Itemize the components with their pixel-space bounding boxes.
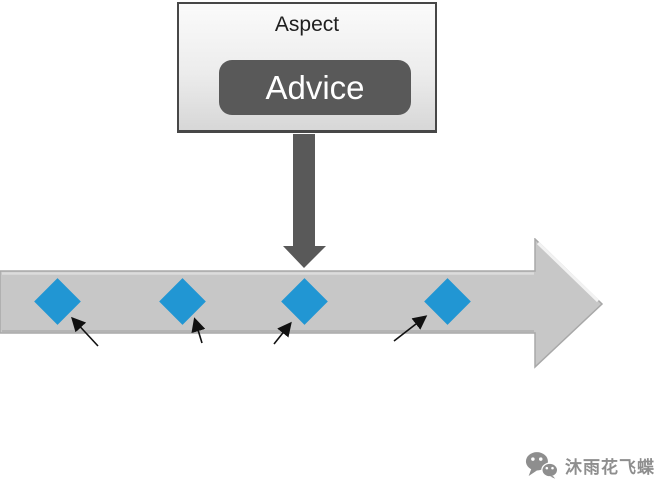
advice-apply-arrow-shape bbox=[283, 134, 326, 268]
aspect-title: Aspect bbox=[274, 13, 340, 36]
watermark-text: 沐雨花飞蝶 bbox=[565, 457, 655, 477]
wechat-icon bbox=[525, 452, 558, 479]
aspect-box: Aspect Advice bbox=[177, 2, 437, 133]
watermark: 沐雨花飞蝶 bbox=[525, 451, 655, 479]
advice-apply-arrow bbox=[283, 134, 326, 268]
advice-box: Advice bbox=[219, 60, 411, 115]
head-bevel-highlight bbox=[536, 241, 600, 303]
